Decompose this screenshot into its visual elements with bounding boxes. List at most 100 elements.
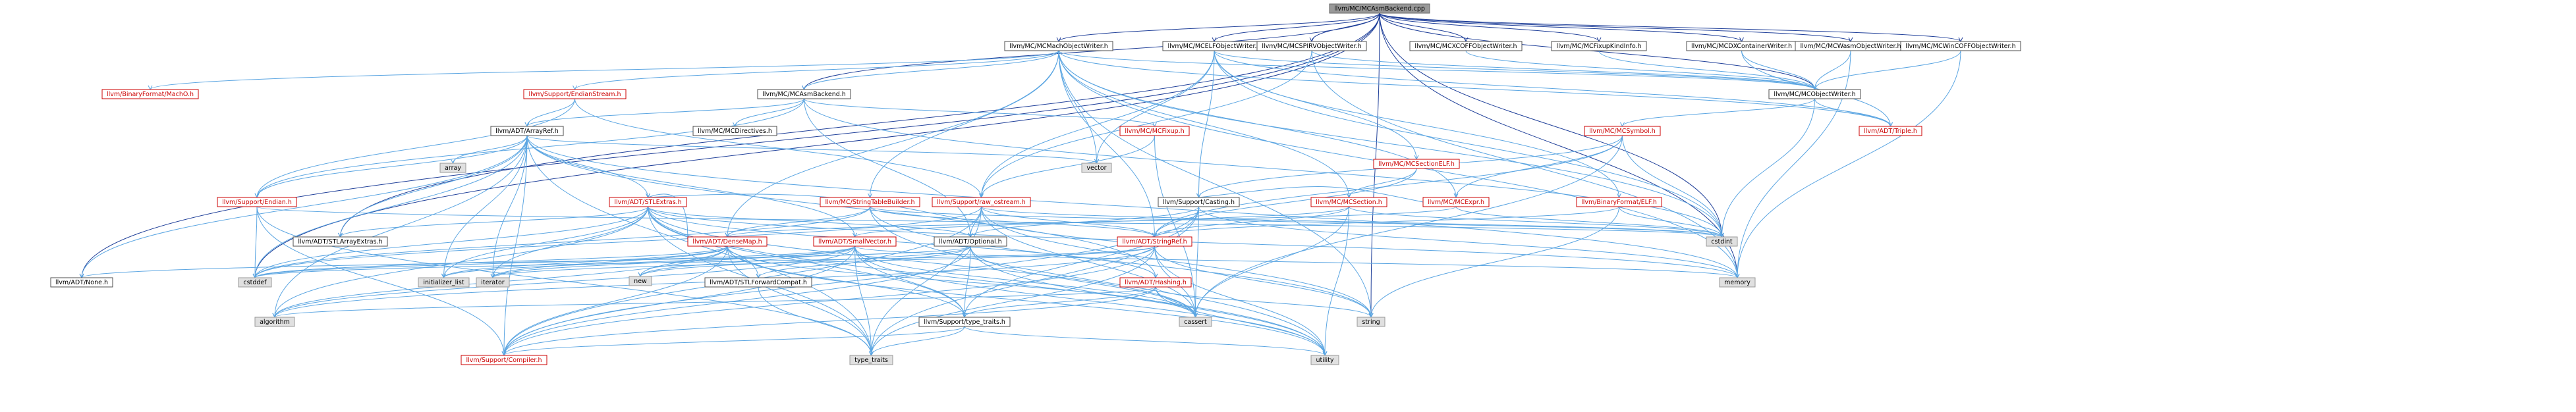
graph-node-box-stringref — [1117, 236, 1192, 247]
edge-machow-to-string — [1058, 50, 1372, 318]
edge-wincoff-to-memory — [1737, 50, 1961, 278]
graph-node-elfow[interactable]: llvm/MC/MCELFObjectWriter.h — [1162, 41, 1266, 51]
edge-dxcont-to-objw — [1741, 50, 1815, 90]
graph-node-stlfwd[interactable]: llvm/ADT/STLForwardCompat.h — [704, 277, 812, 288]
graph-node-label-sectionelf: llvm/MC/MCSectionELF.h — [1378, 161, 1455, 168]
edge-arrayref-to-array — [453, 135, 528, 164]
graph-node-label-wasmow: llvm/MC/MCWasmObjectWriter.h — [1800, 43, 1901, 50]
graph-node-directives[interactable]: llvm/MC/MCDirectives.h — [692, 126, 777, 136]
graph-node-box-xcoff — [1409, 41, 1523, 51]
graph-node-endstream[interactable]: llvm/Support/EndianStream.h — [523, 89, 627, 99]
graph-node-compiler[interactable]: llvm/Support/Compiler.h — [461, 355, 547, 365]
graph-node-fixup[interactable]: llvm/MC/MCFixup.h — [1119, 126, 1190, 136]
graph-node-box-stlextras — [609, 197, 687, 207]
graph-node-label-rawostream: llvm/Support/raw_ostream.h — [937, 199, 1026, 206]
graph-node-none[interactable]: llvm/ADT/None.h — [50, 277, 113, 288]
edge-root-to-asmbackend — [804, 13, 1380, 90]
graph-node-endian[interactable]: llvm/Support/Endian.h — [217, 197, 297, 207]
graph-node-rawostream[interactable]: llvm/Support/raw_ostream.h — [932, 197, 1031, 207]
edge-dxcont-to-triple — [1741, 50, 1891, 127]
graph-node-expr[interactable]: llvm/MC/MCExpr.h — [1422, 197, 1490, 207]
graph-node-label-vector: vector — [1086, 165, 1106, 172]
graph-node-arrayref[interactable]: llvm/ADT/ArrayRef.h — [490, 126, 564, 136]
edge-root-to-fixupki — [1379, 13, 1600, 42]
edge-section-to-cstdint — [1349, 206, 1722, 238]
graph-node-box-sectionelf — [1373, 159, 1460, 169]
graph-node-densemap[interactable]: llvm/ADT/DenseMap.h — [687, 236, 768, 247]
graph-node-box-endstream — [523, 89, 627, 99]
edge-smallvector-to-memory — [854, 245, 1738, 278]
edge-casting-to-cassert — [1195, 206, 1199, 318]
graph-node-machoh[interactable]: llvm/BinaryFormat/MachO.h — [101, 89, 199, 99]
graph-node-machow[interactable]: llvm/MC/MCMachObjectWriter.h — [1004, 41, 1113, 51]
edge-elfow-to-objw — [1214, 50, 1815, 90]
graph-node-box-stlarrayext — [293, 236, 388, 247]
graph-node-label-xcoff: llvm/MC/MCXCOFFObjectWriter.h — [1414, 43, 1517, 50]
edge-machow-to-objw — [1058, 50, 1815, 90]
graph-node-asmbackend[interactable]: llvm/MC/MCAsmBackend.h — [757, 89, 851, 99]
graph-node-strtab[interactable]: llvm/MC/StringTableBuilder.h — [820, 197, 920, 207]
edge-typetraitsh-to-utility — [964, 326, 1326, 356]
edge-arrowhead-machow-to-asmbackend — [802, 85, 806, 91]
graph-node-objw[interactable]: llvm/MC/MCObjectWriter.h — [1768, 89, 1861, 99]
graph-node-fixupki[interactable]: llvm/MC/MCFixupKindInfo.h — [1551, 41, 1647, 51]
graph-node-elfh[interactable]: llvm/BinaryFormat/ELF.h — [1576, 197, 1662, 207]
graph-node-section[interactable]: llvm/MC/MCSection.h — [1310, 197, 1387, 207]
graph-node-box-iterator — [476, 277, 510, 288]
graph-node-label-symbol: llvm/MC/MCSymbol.h — [1589, 128, 1656, 135]
graph-node-triple[interactable]: llvm/ADT/Triple.h — [1859, 126, 1922, 136]
edge-densemap-to-cstddef — [254, 245, 728, 278]
graph-node-hashing[interactable]: llvm/ADT/Hashing.h — [1119, 277, 1192, 288]
edge-stlextras-to-optional — [648, 206, 971, 238]
edge-endian-to-compiler — [256, 206, 505, 356]
graph-node-sectionelf[interactable]: llvm/MC/MCSectionELF.h — [1373, 159, 1460, 169]
graph-node-vector: vector — [1081, 163, 1112, 173]
graph-node-label-iterator: iterator — [481, 279, 504, 286]
edge-root-to-cstddef — [254, 13, 1380, 278]
graph-node-stlextras[interactable]: llvm/ADT/STLExtras.h — [609, 197, 687, 207]
edge-rawostream-to-cassert — [981, 206, 1196, 318]
graph-node-spirv[interactable]: llvm/MC/MCSPIRVObjectWriter.h — [1256, 41, 1367, 51]
graph-node-typetraitsh[interactable]: llvm/Support/type_traits.h — [918, 317, 1011, 327]
edge-elfow-to-cstdint — [1214, 50, 1722, 238]
edge-stlextras-to-stlarrayext — [340, 206, 648, 238]
edge-asmbackend-to-optional — [804, 98, 971, 238]
graph-node-casting[interactable]: llvm/Support/Casting.h — [1158, 197, 1240, 207]
edge-machow-to-machoh — [150, 50, 1059, 90]
graph-node-box-compiler — [461, 355, 547, 365]
edge-stringref-to-compiler — [503, 245, 1155, 356]
graph-node-dxcont[interactable]: llvm/MC/MCDXContainerWriter.h — [1686, 41, 1797, 51]
graph-node-box-cstdint — [1706, 236, 1738, 247]
edge-strtab-to-cstdint — [870, 206, 1722, 238]
graph-node-smallvector[interactable]: llvm/ADT/SmallVector.h — [813, 236, 897, 247]
graph-node-stlarrayext[interactable]: llvm/ADT/STLArrayExtras.h — [293, 236, 388, 247]
graph-node-stringref[interactable]: llvm/ADT/StringRef.h — [1117, 236, 1192, 247]
edge-stlextras-to-memory — [648, 206, 1738, 278]
graph-node-box-none — [50, 277, 113, 288]
graph-node-symbol[interactable]: llvm/MC/MCSymbol.h — [1584, 126, 1661, 136]
edge-root-to-none — [81, 13, 1380, 278]
edge-sectionelf-to-section — [1349, 168, 1417, 198]
graph-node-label-stringref: llvm/ADT/StringRef.h — [1122, 238, 1187, 245]
graph-node-box-root — [1329, 3, 1430, 14]
graph-node-box-machow — [1004, 41, 1113, 51]
edge-stringref-to-iterator — [492, 245, 1155, 278]
edge-stlextras-to-iterator — [492, 206, 648, 278]
graph-node-wasmow[interactable]: llvm/MC/MCWasmObjectWriter.h — [1795, 41, 1907, 51]
graph-node-box-typetraitsh — [918, 317, 1011, 327]
edge-optional-to-stlfwd — [758, 245, 971, 278]
edge-arrayref-to-stlarrayext — [340, 135, 528, 238]
graph-node-wincoff[interactable]: llvm/MC/MCWinCOFFObjectWriter.h — [1900, 41, 2021, 51]
edge-arrayref-to-compiler — [503, 135, 528, 356]
edge-symbol-to-cstdint — [1622, 135, 1722, 238]
edge-typetraitsh-to-type_traits — [871, 326, 965, 356]
edge-arrowhead-root-to-wasmow — [1848, 37, 1853, 43]
edge-objw-to-triple — [1814, 98, 1891, 127]
graph-node-xcoff[interactable]: llvm/MC/MCXCOFFObjectWriter.h — [1409, 41, 1523, 51]
edge-expr-to-cstdint — [1455, 206, 1722, 238]
graph-node-box-spirv — [1256, 41, 1367, 51]
graph-node-box-expr — [1422, 197, 1490, 207]
edge-arrayref-to-algorithm — [274, 135, 528, 318]
graph-node-optional[interactable]: llvm/ADT/Optional.h — [934, 236, 1007, 247]
